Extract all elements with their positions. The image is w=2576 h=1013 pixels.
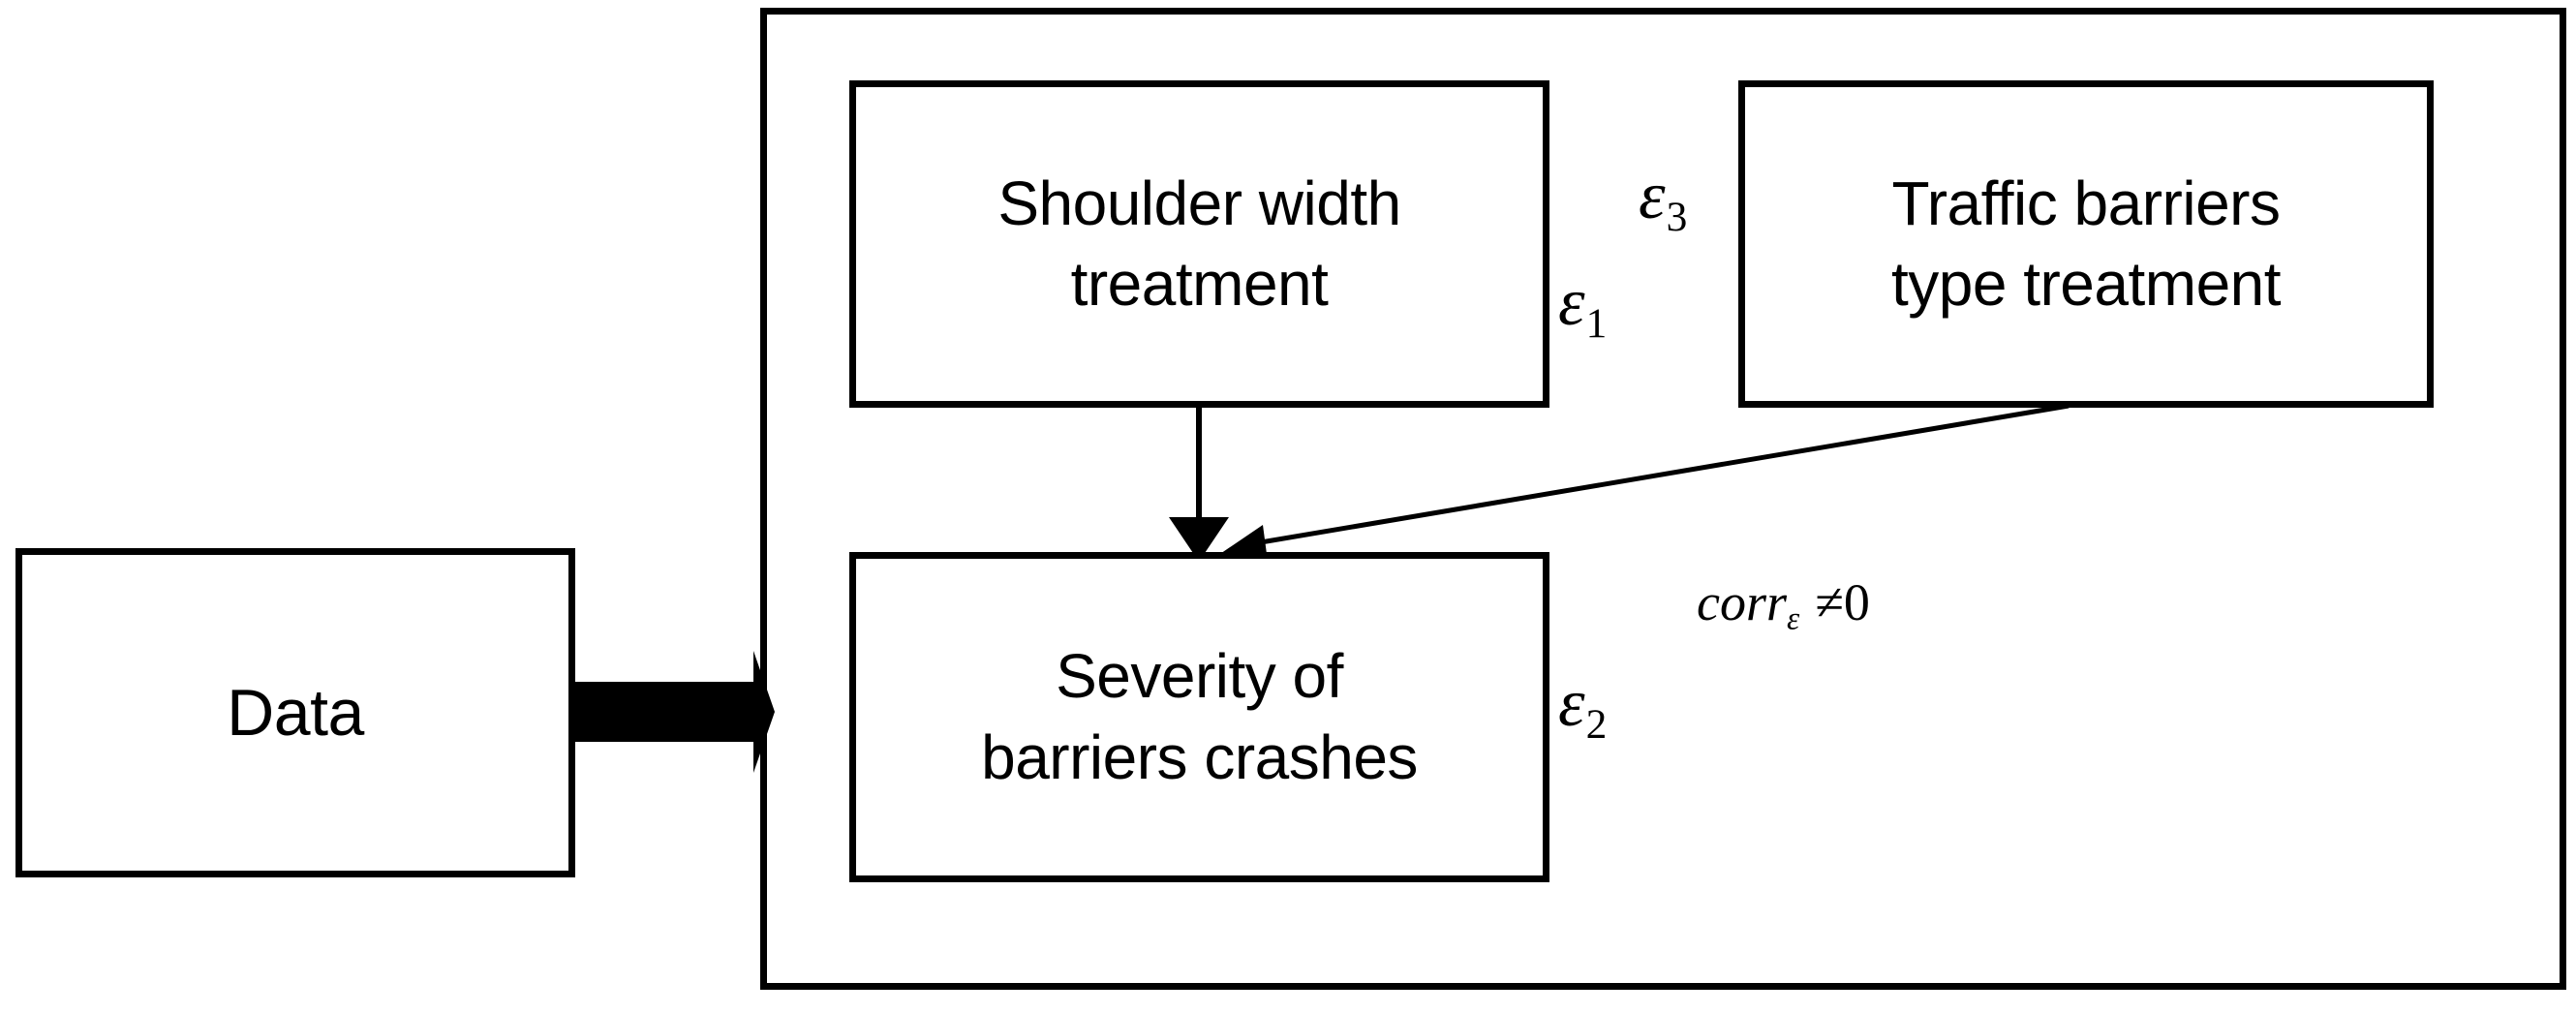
- node-shoulder-width-treatment-label: Shoulder width treatment: [997, 168, 1401, 319]
- correlation-annotation-relation: ≠0: [1815, 573, 1870, 631]
- error-term-epsilon-1: ε1: [1558, 269, 1607, 345]
- error-term-epsilon-1-subscript: 1: [1585, 300, 1608, 348]
- block-arrow-data-to-model: [575, 651, 775, 773]
- node-data-label: Data: [227, 675, 364, 750]
- error-term-epsilon-3-subscript: 3: [1666, 194, 1688, 241]
- correlation-annotation-expression: corr: [1697, 573, 1787, 631]
- model-boundary-frame: [760, 8, 2566, 990]
- error-term-epsilon-3: ε3: [1639, 163, 1687, 238]
- correlation-annotation: corrε ≠0: [1697, 576, 1870, 635]
- node-data[interactable]: Data: [15, 548, 575, 877]
- node-shoulder-width-treatment[interactable]: Shoulder width treatment: [849, 80, 1549, 408]
- correlation-annotation-subscript: ε: [1787, 600, 1800, 637]
- error-term-epsilon-3-symbol: ε: [1639, 159, 1666, 233]
- node-severity-of-barriers-crashes-label: Severity of barriers crashes: [981, 641, 1418, 792]
- error-term-epsilon-2-subscript: 2: [1585, 701, 1608, 749]
- node-traffic-barriers-type-treatment[interactable]: Traffic barriers type treatment: [1738, 80, 2434, 408]
- node-severity-of-barriers-crashes[interactable]: Severity of barriers crashes: [849, 552, 1549, 882]
- error-term-epsilon-2-symbol: ε: [1558, 666, 1585, 741]
- error-term-epsilon-1-symbol: ε: [1558, 265, 1585, 340]
- node-traffic-barriers-type-treatment-label: Traffic barriers type treatment: [1890, 168, 2282, 319]
- error-term-epsilon-2: ε2: [1558, 670, 1607, 746]
